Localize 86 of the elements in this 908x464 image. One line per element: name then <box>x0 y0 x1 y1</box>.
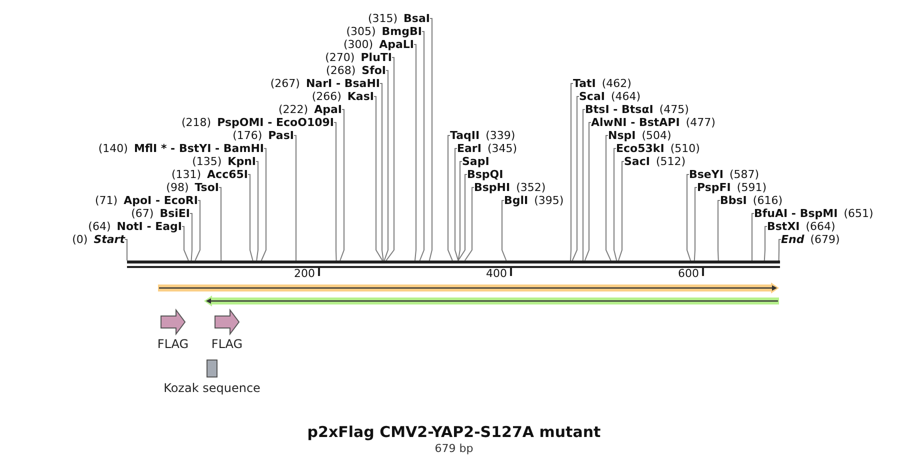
restriction-site-label: (140) MflI * - BstYI - BamHI <box>98 142 264 155</box>
leader-line <box>384 70 388 261</box>
leader-line <box>419 31 424 261</box>
restriction-site-label: (270) PluTI <box>325 51 392 64</box>
leader-line <box>572 96 580 261</box>
leader-line <box>190 213 192 261</box>
restriction-site-label: BspQI <box>467 168 504 181</box>
leader-line <box>764 226 768 261</box>
map-title: p2xFlag CMV2-YAP2-S127A mutant <box>307 423 601 441</box>
restriction-site-label: (305) BmgBI <box>346 25 422 38</box>
feature-block <box>214 308 240 336</box>
restriction-site-label: (266) KasI <box>312 90 374 103</box>
leader-line <box>374 96 383 261</box>
leader-line <box>694 187 698 261</box>
restriction-site-label: (267) NarI - BsaHI <box>270 77 380 90</box>
leader-line <box>182 226 189 261</box>
leader-line <box>752 213 754 261</box>
restriction-site-label: ScaI (464) <box>579 90 641 103</box>
leader-line <box>614 148 618 261</box>
leader-line <box>448 135 453 261</box>
feature-label: Kozak sequence <box>164 381 260 395</box>
restriction-site-label: BglI (395) <box>504 194 564 207</box>
feature-block <box>160 308 186 336</box>
leader-line <box>294 135 296 261</box>
restriction-site-label: EarI (345) <box>457 142 518 155</box>
leader-line <box>124 239 128 261</box>
restriction-site-label: (0) Start <box>72 233 125 246</box>
restriction-site-label: (67) BsiEI <box>131 207 190 220</box>
leader-line <box>686 174 691 261</box>
restriction-site-label: BseYI (587) <box>689 168 760 181</box>
restriction-site-label: BspHI (352) <box>474 181 546 194</box>
restriction-site-label: BtsI - BtsαI (475) <box>585 103 689 116</box>
leader-line <box>428 18 432 261</box>
restriction-site-label: (176) PasI <box>232 129 294 142</box>
leader-line <box>464 187 474 261</box>
restriction-site-label: Eco53kI (510) <box>616 142 700 155</box>
restriction-site-label: AlwNI - BstAPI (477) <box>591 116 716 129</box>
leader-line <box>260 148 266 261</box>
leader-line <box>458 161 462 261</box>
restriction-site-label: PspFI (591) <box>697 181 766 194</box>
restriction-site-label: (98) TsoI <box>166 181 219 194</box>
leader-line <box>778 239 782 261</box>
restriction-site-label: (268) SfoI <box>326 64 386 77</box>
leader-line <box>256 161 258 261</box>
restriction-site-label: (315) BsaI <box>368 12 430 25</box>
leader-line <box>414 44 416 261</box>
scale-label: 200 <box>294 267 315 280</box>
leader-line <box>606 135 612 261</box>
leader-line <box>194 200 200 261</box>
feature-label: FLAG <box>211 337 243 351</box>
leader-line <box>380 83 384 261</box>
restriction-site-label: (71) ApoI - EcoRI <box>94 194 198 207</box>
scale-label: 400 <box>486 267 507 280</box>
restriction-site-label: (64) NotI - EagI <box>88 220 182 233</box>
leader-line <box>458 174 468 261</box>
restriction-site-label: SapI <box>462 155 490 168</box>
restriction-site-label: NspI (504) <box>608 129 672 142</box>
leader-line <box>582 109 586 261</box>
restriction-site-label: BstXI (664) <box>767 220 836 233</box>
feature-label: FLAG <box>157 337 189 351</box>
restriction-site-label: TatI (462) <box>573 77 632 90</box>
leader-line <box>334 122 337 261</box>
leader-line <box>340 109 344 261</box>
dna-sequence-bar <box>127 260 780 268</box>
restriction-site-label: (135) KpnI <box>192 155 256 168</box>
leader-line <box>386 57 394 261</box>
restriction-site-label: TaqII (339) <box>450 129 516 142</box>
restriction-site-label: (131) Acc65I <box>171 168 248 181</box>
restriction-site-label: BbsI (616) <box>720 194 782 207</box>
leader-line <box>454 148 459 261</box>
leader-line <box>618 161 624 261</box>
restriction-site-label: (218) PspOMI - EcoO109I <box>182 116 334 129</box>
leader-line <box>570 83 574 261</box>
leader-line <box>248 174 254 261</box>
leader-line <box>584 122 592 261</box>
restriction-site-label: SacI (512) <box>624 155 686 168</box>
restriction-site-label: BfuAI - BspMI (651) <box>754 207 874 220</box>
restriction-site-label: (222) ApaI <box>278 103 342 116</box>
scale-label: 600 <box>678 267 699 280</box>
map-caption: 679 bp <box>434 442 474 455</box>
restriction-site-label: End (679) <box>781 233 840 246</box>
restriction-site-label: (300) ApaLI <box>343 38 414 51</box>
leader-line <box>718 200 720 261</box>
leader-line <box>218 187 222 261</box>
feature-box <box>206 360 218 378</box>
leader-line <box>502 200 507 261</box>
